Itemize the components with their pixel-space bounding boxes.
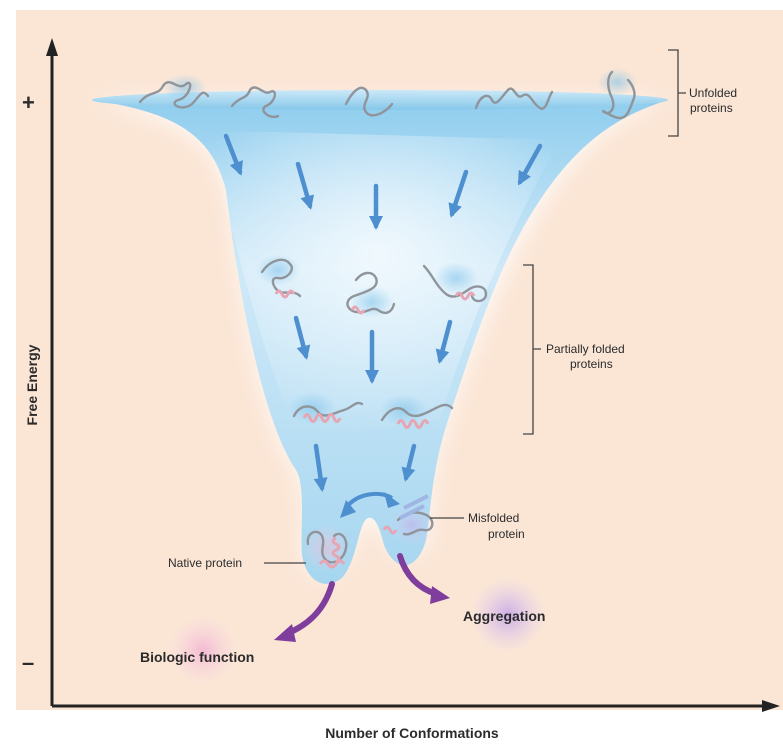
- aggregation-label: Aggregation: [463, 608, 545, 624]
- x-axis-label: Number of Conformations: [325, 725, 499, 741]
- plus-sign: +: [22, 90, 35, 115]
- partially-label-line2: proteins: [570, 357, 613, 371]
- unfolded-label-line2: proteins: [690, 101, 733, 115]
- unfolded-label-line1: Unfolded: [689, 86, 737, 100]
- native-protein-label: Native protein: [168, 556, 242, 570]
- partially-label-line1: Partially folded: [546, 342, 625, 356]
- misfolded-spot: [390, 503, 434, 547]
- misfolded-label-line1: Misfolded: [468, 511, 519, 525]
- minus-sign: –: [22, 650, 34, 675]
- misfolded-label-line2: protein: [488, 527, 525, 541]
- y-axis-label: Free Energy: [24, 344, 40, 425]
- biologic-function-label: Biologic function: [140, 649, 254, 665]
